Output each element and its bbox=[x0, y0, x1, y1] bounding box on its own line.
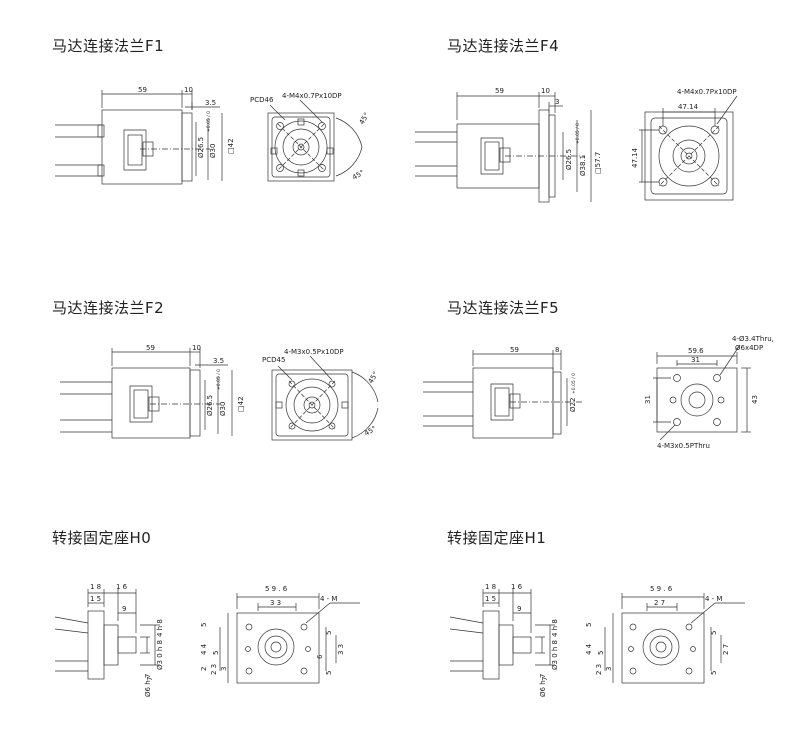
f4-dim-3: 3 bbox=[555, 98, 559, 106]
h1-dim-596: 5 9 . 6 bbox=[650, 585, 673, 593]
h1-right-5b: 5 bbox=[710, 671, 718, 675]
h0-dim-48: 4 h 8 bbox=[156, 619, 164, 637]
f2-dim-265: Ø26.5 bbox=[206, 395, 214, 416]
diagram-f5: 59 8 Ø22 +0.05 / 0 4-Ø3.4Thru, Ø6x4DP 59… bbox=[423, 335, 774, 450]
h1-dim-15: 1 5 bbox=[485, 595, 496, 603]
h1-dim-27: 2 7 bbox=[654, 599, 665, 607]
h0-dim-596: 5 9 . 6 bbox=[265, 585, 288, 593]
h0-hole: 4 - M bbox=[320, 595, 337, 603]
h0-dim-30: Ø3 0 h 8 bbox=[156, 640, 164, 670]
h0-left-5b: 5 bbox=[212, 651, 220, 655]
f5-dim-59: 59 bbox=[510, 346, 519, 354]
f2-dim-42: □42 bbox=[237, 396, 245, 412]
h1-dim-16: 1 6 bbox=[511, 583, 523, 591]
f2-dim-30-tol: +0.05 / 0 bbox=[216, 369, 222, 390]
f4-dim-381: Ø38.1 bbox=[579, 155, 587, 176]
title-f1: 马达连接法兰F1 bbox=[52, 37, 165, 55]
h0-dim-7: 7 bbox=[146, 677, 154, 681]
h0-dim-9: 9 bbox=[122, 605, 126, 613]
h0-left-3: 3 bbox=[220, 667, 228, 671]
h1-left-5: 5 bbox=[585, 623, 593, 627]
diagram-f2: 59 10 3.5 Ø26.5 Ø30 +0.05 / 0 □42 PCD45 … bbox=[60, 344, 380, 441]
f4-width-4714: 47.14 bbox=[678, 103, 699, 111]
title-f4: 马达连接法兰F4 bbox=[447, 37, 560, 55]
f4-dim-381-tol: +0.05 / 0 bbox=[575, 123, 581, 144]
h1-right-27: 2 7 bbox=[722, 644, 730, 655]
h0-left-5: 5 bbox=[200, 623, 208, 627]
f5-hole-bottom: 4-M3x0.5PThru bbox=[657, 442, 710, 450]
f4-dim-10: 10 bbox=[541, 87, 550, 95]
h1-dim-6h7: Ø6 h 7 bbox=[539, 674, 547, 697]
title-f5: 马达连接法兰F5 bbox=[447, 299, 560, 317]
f5-hole-dp: Ø6x4DP bbox=[735, 344, 763, 352]
f2-dim-59: 59 bbox=[146, 344, 155, 352]
f2-dim-10: 10 bbox=[192, 344, 201, 352]
f2-dim-30: Ø30 bbox=[219, 402, 227, 416]
title-f2: 马达连接法兰F2 bbox=[52, 299, 165, 317]
h1-left-23: 2 3 bbox=[595, 664, 603, 675]
h1-left-3: 3 bbox=[605, 667, 613, 671]
f5-height-31: 31 bbox=[644, 395, 652, 404]
f1-dim-30: Ø30 bbox=[209, 144, 217, 158]
f5-width-596: 59.6 bbox=[688, 347, 704, 355]
h0-dim-15: 1 5 bbox=[90, 595, 101, 603]
f4-dim-577: □57.7 bbox=[594, 152, 602, 174]
f1-dim-30-tol: +0.05 / 0 bbox=[206, 111, 212, 132]
h0-dim-33: 3 3 bbox=[270, 599, 281, 607]
f1-dim-10: 10 bbox=[184, 86, 193, 94]
title-h0: 转接固定座H0 bbox=[52, 529, 152, 547]
f1-dim-59: 59 bbox=[138, 86, 147, 94]
h0-dim-18: 1 8 bbox=[90, 583, 101, 591]
h1-left-5b: 5 bbox=[597, 651, 605, 655]
f1-pcd: PCD46 bbox=[250, 96, 274, 104]
h1-dim-9: 9 bbox=[517, 605, 521, 613]
f5-width-31: 31 bbox=[691, 356, 700, 364]
h0-left-2: 2 bbox=[200, 667, 208, 671]
diagram-h0: 1 8 1 6 1 5 9 4 h 8 Ø3 0 h 8 7 Ø6 h 7 5 … bbox=[54, 583, 360, 697]
f1-dim-265: Ø26.5 bbox=[197, 137, 205, 158]
h0-right-5b: 5 bbox=[325, 671, 333, 675]
h0-right-6: 6 bbox=[316, 654, 324, 659]
f5-dim-8: 8 bbox=[555, 346, 559, 354]
f1-angle-1: 45° bbox=[358, 111, 371, 126]
h0-dim-6h7: Ø6 h 7 bbox=[144, 674, 152, 697]
h1-hole: 4 - M bbox=[705, 595, 722, 603]
f5-height-43: 43 bbox=[751, 395, 759, 404]
h1-dim-7: 7 bbox=[541, 677, 549, 681]
h1-right-5: 5 bbox=[710, 631, 718, 635]
h0-dim-16: 1 6 bbox=[116, 583, 128, 591]
f4-hole: 4-M4x0.7Px10DP bbox=[677, 88, 737, 96]
f2-pcd: PCD45 bbox=[262, 356, 285, 364]
f5-hole-thru: 4-Ø3.4Thru, bbox=[732, 335, 774, 343]
f2-dim-35: 3.5 bbox=[213, 357, 224, 365]
h1-dim-48: 4 h 8 bbox=[551, 619, 559, 637]
h1-dim-30: Ø3 0 h 8 bbox=[551, 640, 559, 670]
h1-dim-18: 1 8 bbox=[485, 583, 496, 591]
f1-dim-42: □42 bbox=[227, 138, 235, 154]
f1-angle-2: 45° bbox=[351, 169, 366, 182]
h0-right-5: 5 bbox=[325, 631, 333, 635]
h0-left-44: 4 4 bbox=[200, 643, 208, 655]
f4-height-4714: 47.14 bbox=[631, 147, 639, 168]
h0-left-23: 2 3 bbox=[210, 664, 218, 675]
title-h1: 转接固定座H1 bbox=[447, 529, 547, 547]
f4-dim-265: Ø26.5 bbox=[565, 149, 573, 170]
f5-dim-22: Ø22 bbox=[569, 398, 577, 412]
h1-left-44: 4 4 bbox=[585, 643, 593, 655]
h0-right-33: 3 3 bbox=[337, 644, 345, 655]
f2-angle-2: 45° bbox=[363, 425, 378, 438]
diagram-h1: 1 8 1 6 1 5 9 4 h 8 Ø3 0 h 8 7 Ø6 h 7 5 … bbox=[449, 583, 745, 697]
f1-dim-35: 3.5 bbox=[205, 99, 216, 107]
diagram-f4: 59 10 3 Ø26.5 Ø38.1 +0.05 / 0 □57.7 4-M4… bbox=[415, 87, 738, 203]
f1-hole: 4-M4x0.7Px10DP bbox=[282, 92, 342, 100]
f2-angle-1: 45° bbox=[367, 370, 380, 385]
f5-dim-22-tol: +0.05 / 0 bbox=[571, 373, 577, 394]
f2-hole: 4-M3x0.5Px10DP bbox=[284, 348, 344, 356]
f4-dim-59: 59 bbox=[495, 87, 504, 95]
diagram-f1: 59 10 3.5 Ø26.5 Ø30 +0.05 / 0 □42 PCD46 … bbox=[55, 86, 371, 185]
